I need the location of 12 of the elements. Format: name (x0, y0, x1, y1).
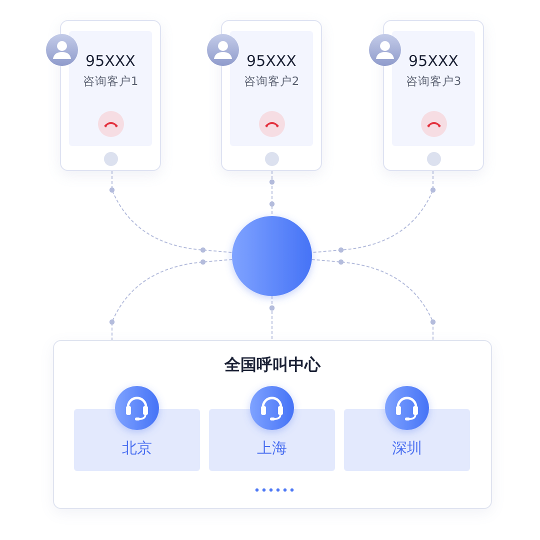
phone-number: 95XXX (84, 52, 136, 70)
caller-label: 咨询客户1 (82, 74, 140, 89)
city-name: 上海 (256, 439, 288, 458)
phone-number: 95XXX (408, 52, 460, 70)
panel-title: 全国呼叫中心 (223, 355, 322, 376)
city-name: 北京 (121, 439, 153, 458)
call-center-panel (53, 340, 492, 509)
hub-circle (232, 216, 312, 296)
city-name: 深圳 (391, 439, 423, 458)
phone-number: 95XXX (246, 52, 298, 70)
caller-label: 咨询客户3 (404, 74, 462, 89)
caller-label: 咨询客户2 (242, 74, 300, 89)
